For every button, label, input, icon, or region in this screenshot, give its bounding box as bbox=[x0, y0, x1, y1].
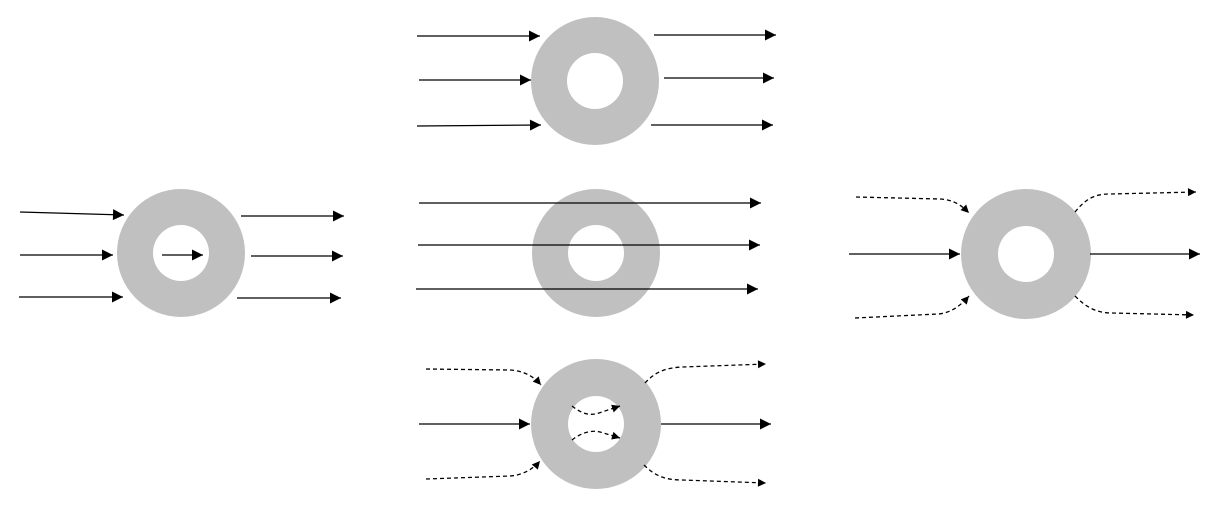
incoming-dashed-ray bbox=[854, 295, 970, 319]
outgoing-dashed-ray bbox=[1074, 295, 1195, 319]
ring-hole bbox=[998, 226, 1054, 282]
incoming-dashed-ray bbox=[425, 368, 542, 386]
ring-hole bbox=[153, 225, 209, 281]
incoming-ray bbox=[19, 209, 125, 221]
outgoing-dashed-ray bbox=[643, 464, 767, 487]
center-panel bbox=[416, 189, 761, 317]
incoming-dashed-ray bbox=[855, 196, 970, 214]
left-panel bbox=[19, 189, 344, 317]
bottom-panel bbox=[419, 359, 771, 489]
ring-hole bbox=[568, 225, 624, 281]
incoming-dashed-ray bbox=[425, 460, 541, 480]
outgoing-dashed-ray bbox=[1074, 188, 1197, 213]
ring-hole bbox=[568, 396, 624, 452]
incoming-ray bbox=[416, 119, 542, 131]
ring-hole bbox=[567, 53, 623, 109]
hole-dashed-ray bbox=[571, 430, 621, 441]
outgoing-dashed-ray bbox=[644, 360, 767, 384]
top-panel bbox=[416, 17, 776, 145]
hole-dashed-ray bbox=[571, 404, 621, 415]
right-panel bbox=[849, 188, 1200, 319]
